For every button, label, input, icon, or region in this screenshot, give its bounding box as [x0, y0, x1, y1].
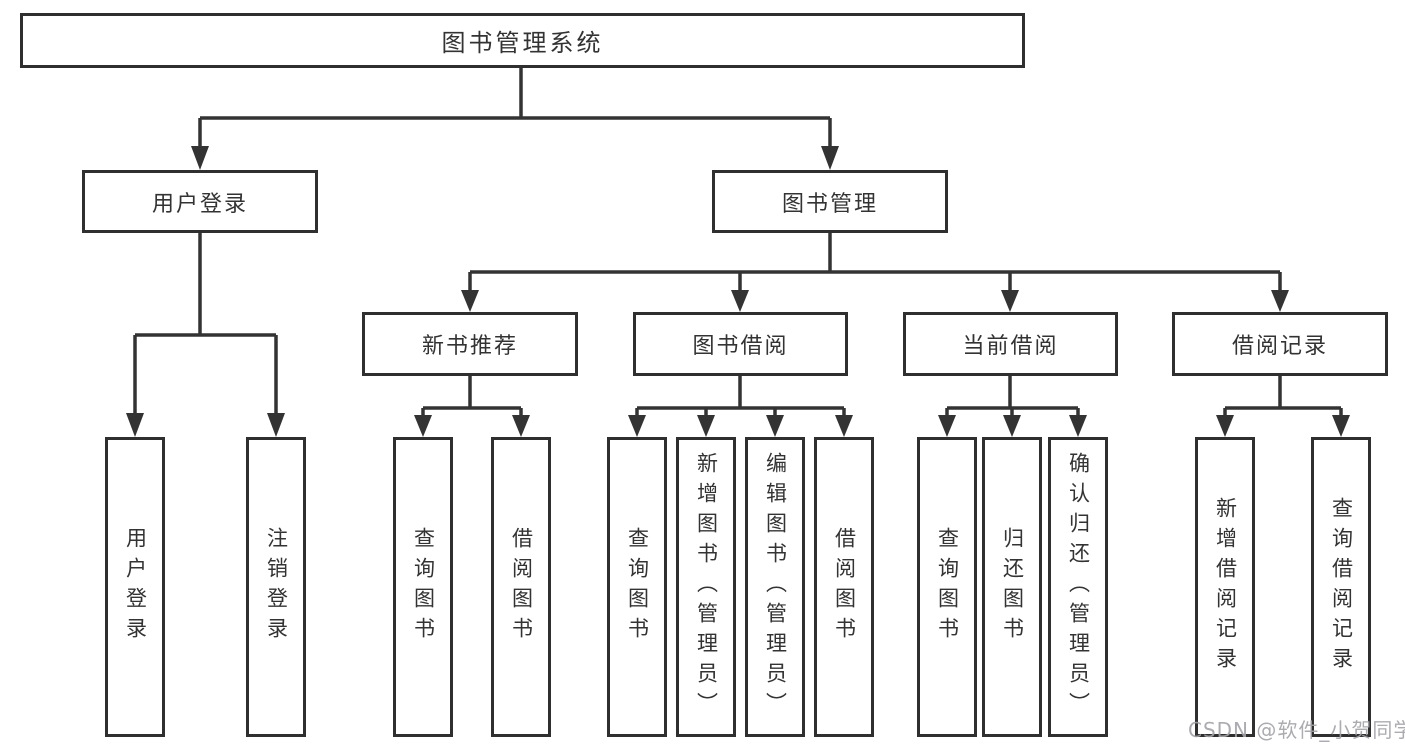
- leaf-current-confirm-admin: 确认归还（管理员）: [1048, 437, 1108, 737]
- node-root-label: 图书管理系统: [441, 29, 604, 57]
- node-user-login-label: 用户登录: [151, 191, 248, 217]
- leaf-user-login-label: 用户登录: [123, 527, 148, 647]
- node-book-borrow-label: 图书借阅: [692, 334, 789, 359]
- leaf-borrow-edit-admin: 编辑图书（管理员）: [745, 437, 805, 737]
- leaf-logout-label: 注销登录: [264, 527, 289, 647]
- leaf-current-confirm-admin-label: 确认归还（管理员）: [1066, 452, 1091, 722]
- csdn-watermark: CSDN @软件_小贺同学: [1188, 718, 1405, 742]
- leaf-logout: 注销登录: [246, 437, 306, 737]
- leaf-current-return: 归还图书: [982, 437, 1042, 737]
- node-current-borrow: 当前借阅: [903, 312, 1118, 376]
- leaf-newbooks-query-label: 查询图书: [411, 527, 436, 647]
- leaf-borrow-edit-admin-label: 编辑图书（管理员）: [763, 452, 788, 722]
- leaf-borrow-add-admin: 新增图书（管理员）: [676, 437, 736, 737]
- node-new-book-recommend: 新书推荐: [362, 312, 578, 376]
- leaf-records-query-label: 查询借阅记录: [1329, 497, 1354, 677]
- leaf-newbooks-borrow-label: 借阅图书: [509, 527, 534, 647]
- node-new-book-recommend-label: 新书推荐: [421, 334, 518, 359]
- leaf-borrow-query-label: 查询图书: [625, 527, 650, 647]
- leaf-records-add: 新增借阅记录: [1195, 437, 1255, 737]
- leaf-newbooks-query: 查询图书: [393, 437, 453, 737]
- leaf-borrow-borrow: 借阅图书: [814, 437, 874, 737]
- leaf-records-query: 查询借阅记录: [1311, 437, 1371, 737]
- node-book-management: 图书管理: [712, 170, 948, 233]
- node-borrow-records-label: 借阅记录: [1231, 334, 1328, 359]
- node-root: 图书管理系统: [20, 13, 1025, 68]
- leaf-newbooks-borrow: 借阅图书: [491, 437, 551, 737]
- leaf-current-query: 查询图书: [917, 437, 977, 737]
- leaf-current-return-label: 归还图书: [1000, 527, 1025, 647]
- leaf-borrow-query: 查询图书: [607, 437, 667, 737]
- leaf-borrow-add-admin-label: 新增图书（管理员）: [694, 452, 719, 722]
- arrowheads: [126, 146, 1350, 437]
- leaf-user-login: 用户登录: [105, 437, 165, 737]
- leaf-records-add-label: 新增借阅记录: [1213, 497, 1238, 677]
- node-book-borrow: 图书借阅: [633, 312, 848, 376]
- node-borrow-records: 借阅记录: [1172, 312, 1388, 376]
- node-book-management-label: 图书管理: [781, 191, 878, 217]
- node-user-login: 用户登录: [82, 170, 318, 233]
- node-current-borrow-label: 当前借阅: [962, 334, 1059, 359]
- leaf-current-query-label: 查询图书: [935, 527, 960, 647]
- connector-paths: [133, 68, 1343, 420]
- leaf-borrow-borrow-label: 借阅图书: [832, 527, 857, 647]
